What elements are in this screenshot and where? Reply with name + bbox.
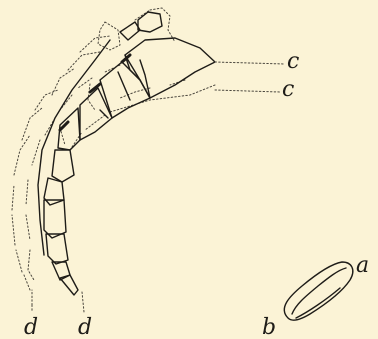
label-b: b [262, 315, 276, 339]
label-d-left: d [24, 315, 38, 339]
leader-c-lower [215, 90, 280, 92]
solid-leg [38, 12, 215, 295]
leader-d-right [82, 292, 84, 312]
dotted-outline-leg [12, 8, 215, 305]
leader-c-upper [215, 62, 285, 64]
label-c-upper: c [287, 49, 299, 74]
label-a: a [356, 253, 369, 278]
label-d-right: d [78, 315, 92, 339]
label-c-lower: c [282, 77, 294, 102]
seed-object [284, 262, 353, 320]
